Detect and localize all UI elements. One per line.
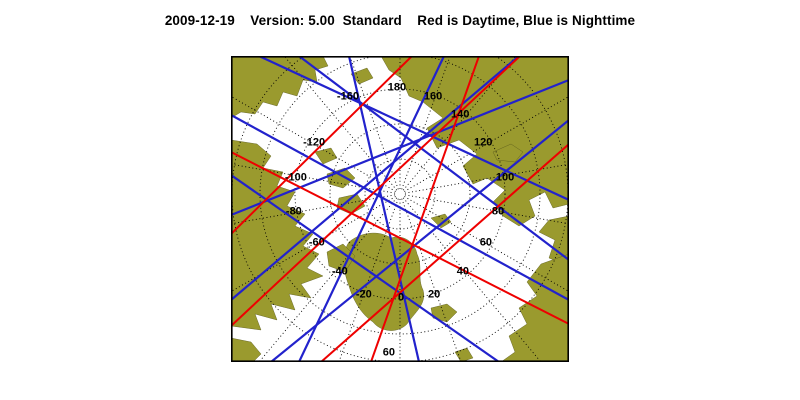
latitude-circle [364, 158, 436, 230]
daytime-track [320, 143, 569, 362]
nighttime-track [231, 114, 569, 301]
landmass-path [231, 337, 262, 362]
nighttime-track [298, 56, 445, 362]
nighttime-track [258, 56, 569, 201]
landmass-path [231, 139, 324, 331]
landmass-path [500, 253, 569, 362]
landmass-path [350, 67, 374, 85]
landmass-path [492, 143, 524, 163]
daytime-track [231, 56, 521, 327]
map-canvas [231, 56, 569, 362]
daytime-track [370, 56, 480, 362]
latitude-circle [329, 123, 471, 265]
nighttime-track [231, 78, 569, 217]
landmass-path [326, 243, 356, 273]
tracks-group [231, 56, 569, 362]
plot-title: 2009-12-19 Version: 5.00 Standard Red is… [164, 13, 636, 28]
landmass-path [231, 56, 329, 119]
daytime-track [231, 56, 413, 235]
daytime-track [231, 151, 569, 325]
map-border [231, 56, 569, 362]
nighttime-track [231, 56, 520, 301]
nighttime-track [270, 119, 569, 362]
nighttime-track [298, 56, 569, 261]
landmass-path [430, 213, 452, 229]
landmass-path [314, 147, 338, 165]
latitude-circle [294, 88, 506, 300]
nighttime-track [231, 174, 500, 362]
